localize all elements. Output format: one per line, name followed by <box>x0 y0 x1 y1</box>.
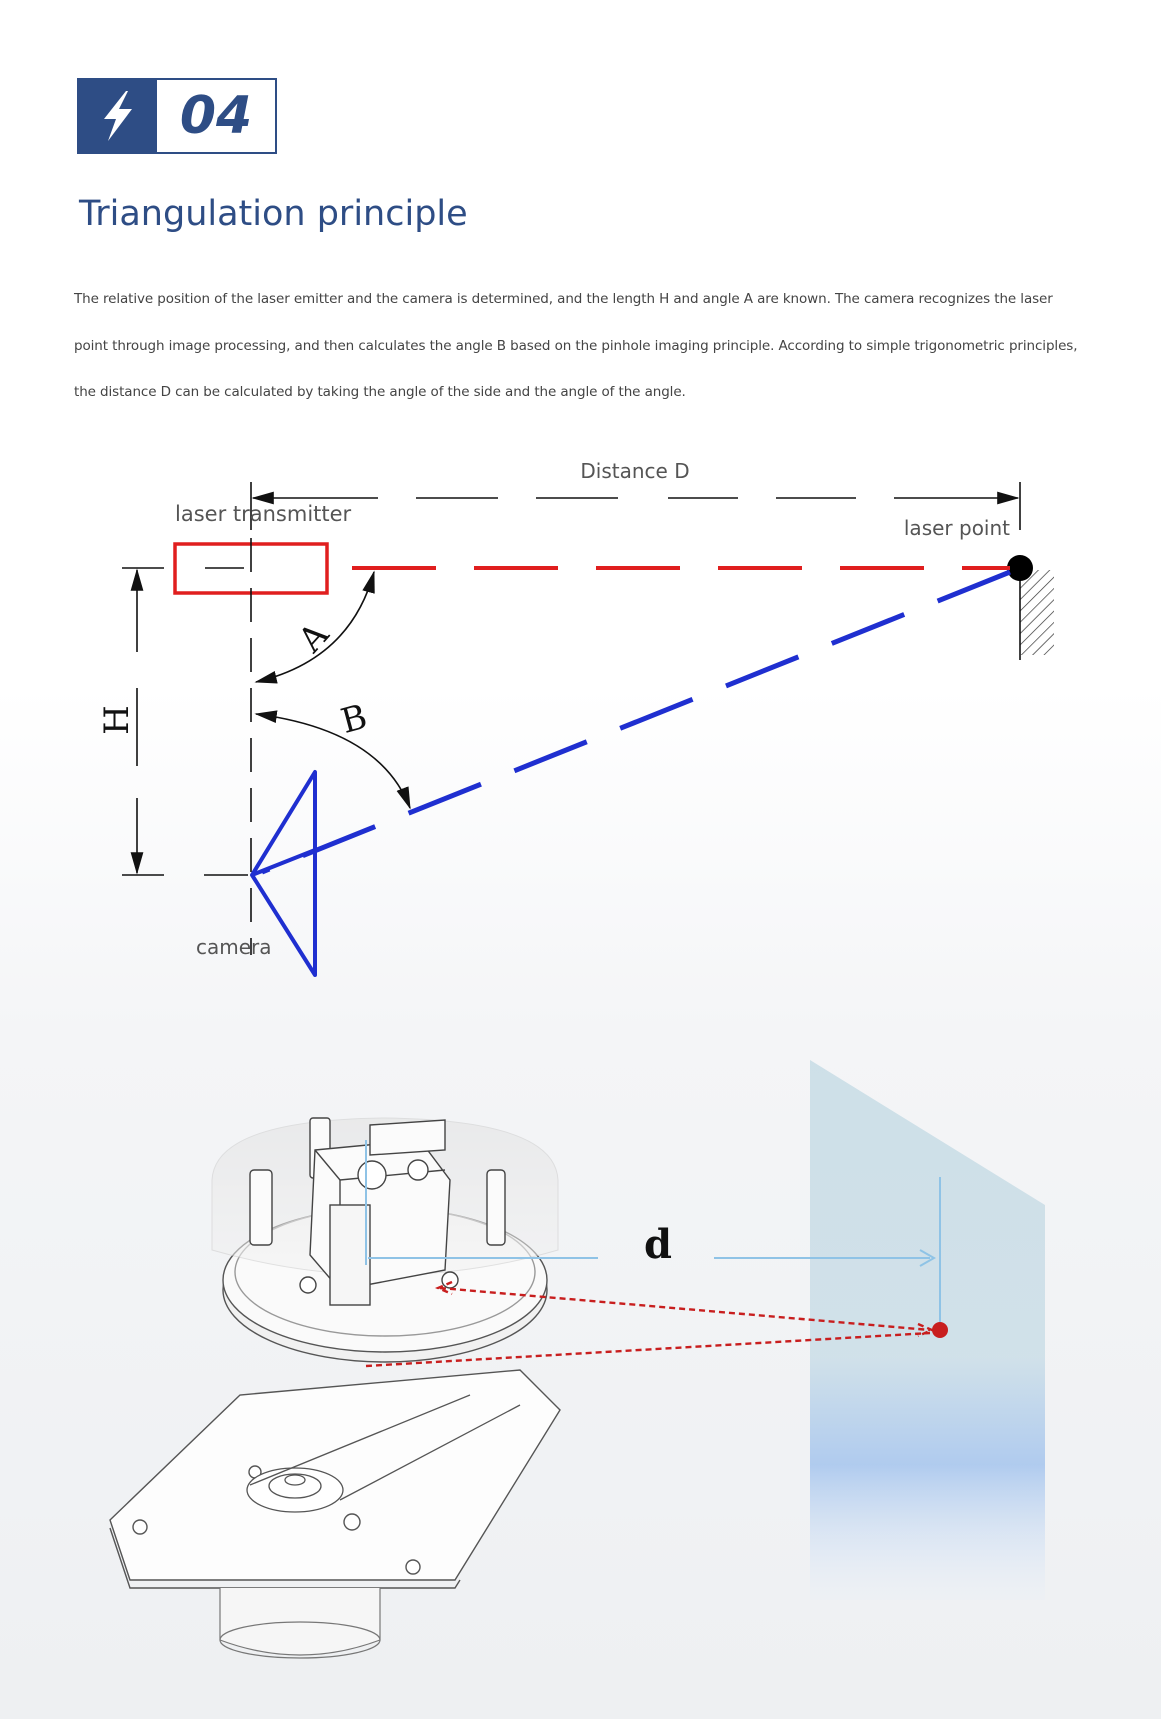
angle-b: B <box>254 697 411 810</box>
distance-label: Distance D <box>580 459 689 483</box>
camera-label: camera <box>196 935 272 959</box>
lidar-device-illustration: d <box>109 1060 1045 1659</box>
laser-transmitter: laser transmitter <box>173 502 352 595</box>
target-wall: laser point <box>904 516 1054 660</box>
motor <box>219 1588 381 1659</box>
projection-wall <box>810 1060 1045 1600</box>
distance-overlay <box>365 1140 941 1325</box>
camera-ray <box>261 569 1011 875</box>
description-text: The relative position of the laser emitt… <box>74 291 1078 400</box>
triangulation-diagram: Distance D laser point laser transmitter… <box>97 459 1054 977</box>
h-label: H <box>97 705 137 735</box>
d-label: d <box>644 1221 672 1268</box>
section-badge: 04 <box>77 78 277 154</box>
section-number: 04 <box>179 86 253 146</box>
angle-b-label: B <box>337 697 372 742</box>
angle-a: A <box>254 570 375 684</box>
laser-point-label: laser point <box>904 516 1010 540</box>
angle-a-label: A <box>290 615 337 661</box>
pulley-belt <box>246 1394 521 1513</box>
laser-point-dot <box>1007 555 1033 581</box>
camera: camera <box>196 770 317 977</box>
lightning-bolt-icon <box>79 80 157 152</box>
sensor-module <box>249 1117 506 1306</box>
distance-dimension: Distance D <box>250 459 1021 530</box>
h-dimension: H <box>97 567 248 876</box>
page-title: Triangulation principle <box>79 194 468 234</box>
laser-spot <box>932 1322 948 1338</box>
laser-transmitter-label: laser transmitter <box>175 502 352 526</box>
